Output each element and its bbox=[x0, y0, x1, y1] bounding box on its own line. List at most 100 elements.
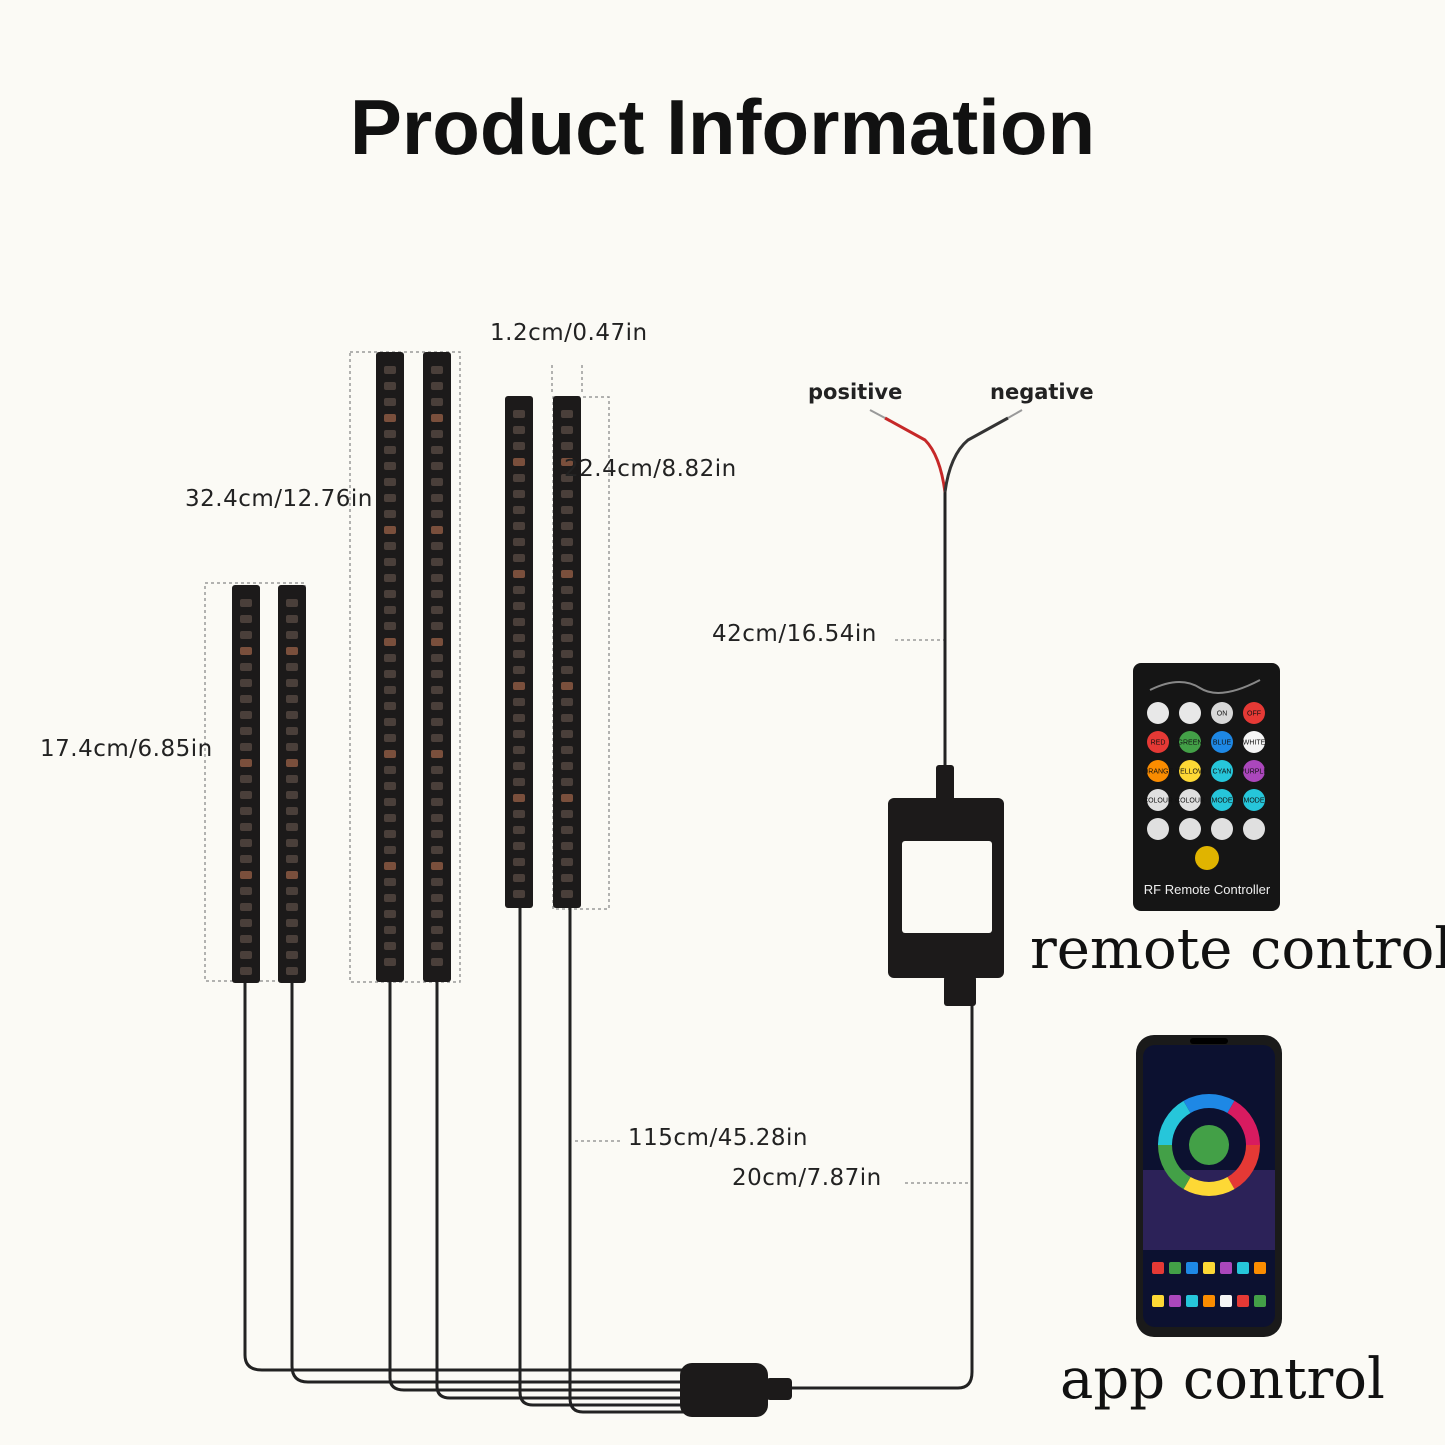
led-chip bbox=[513, 858, 525, 866]
led-chip bbox=[384, 430, 396, 438]
led-chip bbox=[240, 903, 252, 911]
led-chip bbox=[384, 494, 396, 502]
led-chip bbox=[431, 382, 443, 390]
app-swatch bbox=[1220, 1262, 1232, 1274]
led-chip bbox=[561, 506, 573, 514]
remote-key bbox=[1243, 731, 1265, 753]
remote-key bbox=[1147, 818, 1169, 840]
led-chip bbox=[431, 958, 443, 966]
led-chip bbox=[513, 570, 525, 578]
controller-window bbox=[902, 841, 992, 933]
led-chip bbox=[513, 666, 525, 674]
led-chip bbox=[384, 814, 396, 822]
led-chip bbox=[561, 762, 573, 770]
led-chip bbox=[286, 807, 298, 815]
led-chip bbox=[240, 631, 252, 639]
led-chip bbox=[384, 542, 396, 550]
led-chip bbox=[431, 366, 443, 374]
led-chip bbox=[561, 746, 573, 754]
led-chip bbox=[240, 695, 252, 703]
led-chip bbox=[384, 942, 396, 950]
led-chip bbox=[561, 426, 573, 434]
led-chip bbox=[513, 874, 525, 882]
led-chip bbox=[513, 634, 525, 642]
remote-key bbox=[1243, 818, 1265, 840]
led-chip bbox=[384, 414, 396, 422]
controller-cable-dimension-label: 20cm/7.87in bbox=[732, 1165, 882, 1191]
medium-strip-dimension-label: 22.4cm/8.82in bbox=[564, 456, 737, 482]
led-chip bbox=[513, 826, 525, 834]
led-strip bbox=[278, 585, 306, 983]
led-chip bbox=[240, 775, 252, 783]
led-chip bbox=[286, 823, 298, 831]
led-chip bbox=[286, 775, 298, 783]
led-chip bbox=[431, 494, 443, 502]
led-chip bbox=[240, 791, 252, 799]
led-chip bbox=[384, 798, 396, 806]
led-chip bbox=[431, 510, 443, 518]
led-chip bbox=[513, 522, 525, 530]
led-chip bbox=[240, 887, 252, 895]
led-chip bbox=[384, 878, 396, 886]
led-chip bbox=[513, 506, 525, 514]
led-chip bbox=[431, 910, 443, 918]
color-wheel-yellow bbox=[1158, 1094, 1260, 1196]
led-chip bbox=[286, 903, 298, 911]
led-chip bbox=[286, 679, 298, 687]
cable-3 bbox=[388, 980, 690, 1392]
remote-key bbox=[1179, 760, 1201, 782]
led-chip bbox=[513, 474, 525, 482]
remote-key-label: YELLOW bbox=[1175, 769, 1205, 776]
remote-key-label: MODE bbox=[1244, 798, 1265, 805]
led-chip bbox=[561, 522, 573, 530]
app-swatch bbox=[1186, 1295, 1198, 1307]
led-chip bbox=[384, 654, 396, 662]
phone-notch bbox=[1190, 1038, 1228, 1044]
negative-wire bbox=[943, 416, 1009, 493]
led-chip bbox=[513, 698, 525, 706]
led-chip bbox=[384, 894, 396, 902]
led-chip bbox=[384, 846, 396, 854]
led-chip bbox=[431, 670, 443, 678]
remote-key bbox=[1211, 760, 1233, 782]
led-chip bbox=[431, 622, 443, 630]
led-chip bbox=[431, 734, 443, 742]
led-chip bbox=[286, 839, 298, 847]
led-chip bbox=[431, 590, 443, 598]
led-chip bbox=[240, 759, 252, 767]
led-chip bbox=[561, 490, 573, 498]
color-wheel-blue bbox=[1158, 1094, 1260, 1196]
positive-wire-tip bbox=[869, 409, 886, 419]
remote-key-label: WHITE bbox=[1243, 740, 1266, 747]
led-chip bbox=[431, 830, 443, 838]
led-chip bbox=[384, 830, 396, 838]
remote-key bbox=[1179, 818, 1201, 840]
led-chip bbox=[384, 510, 396, 518]
led-chip bbox=[384, 590, 396, 598]
led-chip bbox=[431, 478, 443, 486]
led-chip bbox=[240, 935, 252, 943]
remote-key bbox=[1243, 760, 1265, 782]
app-swatch bbox=[1220, 1295, 1232, 1307]
led-chip bbox=[286, 855, 298, 863]
remote-body bbox=[1133, 663, 1280, 911]
app-swatch bbox=[1254, 1262, 1266, 1274]
remote-key bbox=[1211, 789, 1233, 811]
led-chip bbox=[561, 442, 573, 450]
led-chip bbox=[513, 458, 525, 466]
led-chip bbox=[384, 446, 396, 454]
led-chip bbox=[561, 730, 573, 738]
led-chip bbox=[286, 967, 298, 975]
strip-body bbox=[423, 352, 451, 982]
led-chip bbox=[561, 602, 573, 610]
led-strip bbox=[505, 396, 533, 908]
led-chip bbox=[431, 414, 443, 422]
led-chip bbox=[240, 743, 252, 751]
led-chip bbox=[431, 702, 443, 710]
app-swatch bbox=[1254, 1295, 1266, 1307]
medium-strip-guide bbox=[552, 396, 610, 910]
led-chip bbox=[384, 558, 396, 566]
led-chip bbox=[286, 695, 298, 703]
led-chip bbox=[561, 874, 573, 882]
